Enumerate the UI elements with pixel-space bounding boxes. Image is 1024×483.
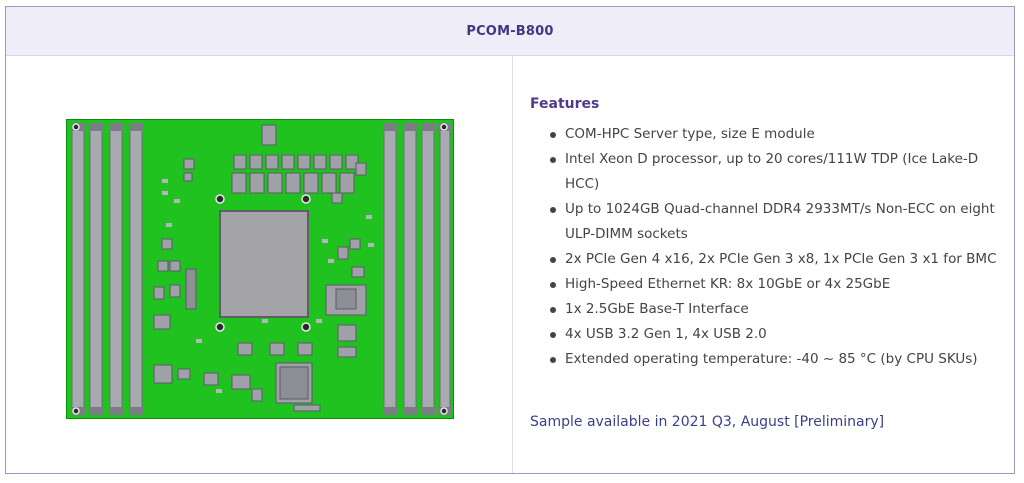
feature-item: 2x PCIe Gen 4 x16, 2x PCIe Gen 3 x8, 1x … xyxy=(530,247,1000,272)
feature-item: 1x 2.5GbE Base-T Interface xyxy=(530,297,1000,322)
feature-item: 4x USB 3.2 Gen 1, 4x USB 2.0 xyxy=(530,322,1000,347)
features-heading: Features xyxy=(530,96,600,112)
feature-item: Up to 1024GB Quad-channel DDR4 2933MT/s … xyxy=(530,197,1000,247)
feature-item: COM-HPC Server type, size E module xyxy=(530,122,1000,147)
image-pane xyxy=(6,56,513,473)
product-title: PCOM-B800 xyxy=(466,23,554,39)
feature-item: Intel Xeon D processor, up to 20 cores/1… xyxy=(530,147,1000,197)
sample-availability-note: Sample available in 2021 Q3, August [Pre… xyxy=(530,414,885,430)
product-card: PCOM-B800 xyxy=(5,6,1015,474)
board-image xyxy=(65,118,455,420)
feature-item: High-Speed Ethernet KR: 8x 10GbE or 4x 2… xyxy=(530,272,1000,297)
card-body: Features COM-HPC Server type, size E mod… xyxy=(6,56,1014,473)
features-pane: Features COM-HPC Server type, size E mod… xyxy=(513,56,1014,473)
features-list: COM-HPC Server type, size E module Intel… xyxy=(530,122,1000,372)
feature-item: Extended operating temperature: -40 ~ 85… xyxy=(530,347,1000,372)
card-header: PCOM-B800 xyxy=(6,7,1014,56)
board-illustration xyxy=(65,118,455,420)
